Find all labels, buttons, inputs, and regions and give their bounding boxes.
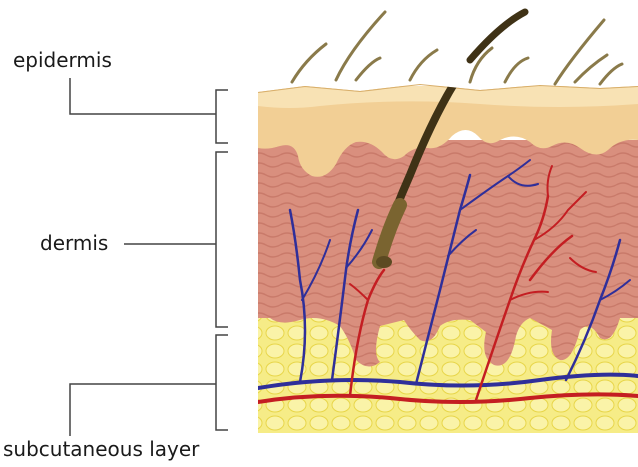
surface-hairs <box>292 12 622 84</box>
subcutaneous-bracket <box>70 335 228 436</box>
dermis-label: dermis <box>40 233 108 253</box>
epidermis-label: epidermis <box>13 50 112 70</box>
hair-shaft-above-skin <box>470 12 525 60</box>
dermis-bracket <box>124 152 228 327</box>
epidermis-bracket <box>70 78 228 143</box>
subcutaneous-layer-label: subcutaneous layer <box>3 439 199 459</box>
